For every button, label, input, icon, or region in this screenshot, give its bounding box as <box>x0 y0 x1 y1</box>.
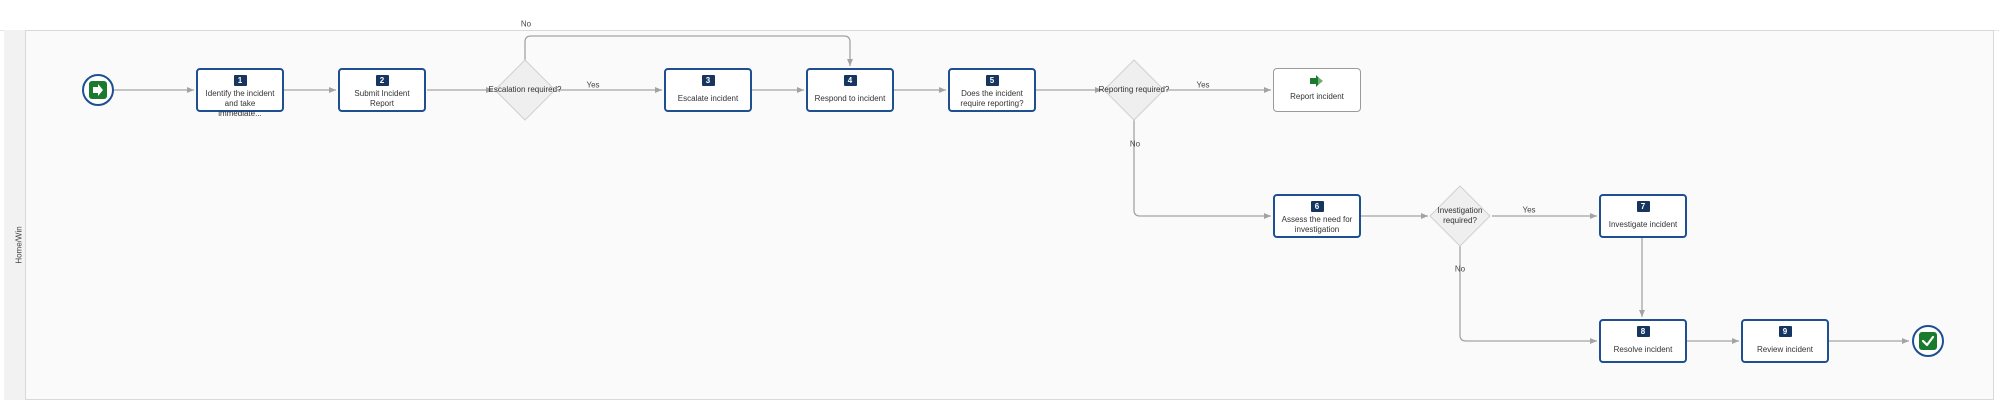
task-label: Submit Incident Report <box>354 89 410 108</box>
flow-g3-no <box>1459 246 1597 344</box>
task-number-badge: 7 <box>1636 201 1650 212</box>
flow-g1-no <box>524 35 853 66</box>
task-number-badge: 6 <box>1310 201 1324 212</box>
task-2[interactable]: 2 Submit Incident Report <box>338 68 426 112</box>
gateway-escalation-shape <box>494 59 556 121</box>
edge-label-g2-yes: Yes <box>1196 80 1210 90</box>
task-9[interactable]: 9 Review incident <box>1741 319 1829 363</box>
task-label: Resolve incident <box>1613 345 1673 354</box>
gateway-reporting-shape <box>1103 59 1165 121</box>
task-6[interactable]: 6 Assess the need for investigation <box>1273 194 1361 238</box>
task-3[interactable]: 3 Escalate incident <box>664 68 752 112</box>
start-event[interactable] <box>82 74 114 106</box>
task-number-badge: 9 <box>1778 326 1792 337</box>
flow-g2-no <box>1133 120 1271 219</box>
send-icon <box>89 81 107 99</box>
swimlane-header: Home/Win <box>4 30 26 400</box>
end-event[interactable] <box>1912 325 1944 357</box>
task-number-badge: 3 <box>701 75 715 86</box>
send-icon <box>1274 74 1360 87</box>
task-label: Investigate incident <box>1608 220 1678 229</box>
gateway-investigation-shape <box>1429 185 1491 247</box>
gateway-escalation-label[interactable]: Escalation required? <box>488 85 562 94</box>
task-label: Identify the incident and take immediate… <box>205 89 275 118</box>
edge-label-g1-yes: Yes <box>586 80 600 90</box>
task-5[interactable]: 5 Does the incident require reporting? <box>948 68 1036 112</box>
edge-label-g3-yes: Yes <box>1522 205 1536 215</box>
task-4[interactable]: 4 Respond to incident <box>806 68 894 112</box>
task-number-badge: 2 <box>375 75 389 86</box>
task-8[interactable]: 8 Resolve incident <box>1599 319 1687 363</box>
task-7[interactable]: 7 Investigate incident <box>1599 194 1687 238</box>
task-label: Report incident <box>1290 92 1344 101</box>
task-label: Respond to incident <box>814 94 886 103</box>
gateway-investigation-label[interactable]: Investigation required? <box>1437 206 1483 225</box>
edge-label-g1-no: No <box>520 19 532 29</box>
task-report-incident[interactable]: Report incident <box>1273 68 1361 112</box>
task-number-badge: 1 <box>233 75 247 86</box>
task-number-badge: 4 <box>843 75 857 86</box>
task-label: Assess the need for investigation <box>1281 215 1353 234</box>
gateway-reporting-label[interactable]: Reporting required? <box>1098 85 1170 94</box>
check-icon <box>1919 332 1937 350</box>
task-label: Review incident <box>1756 345 1814 354</box>
task-label: Does the incident require reporting? <box>960 89 1024 108</box>
task-number-badge: 5 <box>985 75 999 86</box>
task-number-badge: 8 <box>1636 326 1650 337</box>
edge-label-g3-no: No <box>1454 264 1466 274</box>
task-1[interactable]: 1 Identify the incident and take immedia… <box>196 68 284 118</box>
edge-label-g2-no: No <box>1129 139 1141 149</box>
task-label: Escalate incident <box>677 94 739 103</box>
